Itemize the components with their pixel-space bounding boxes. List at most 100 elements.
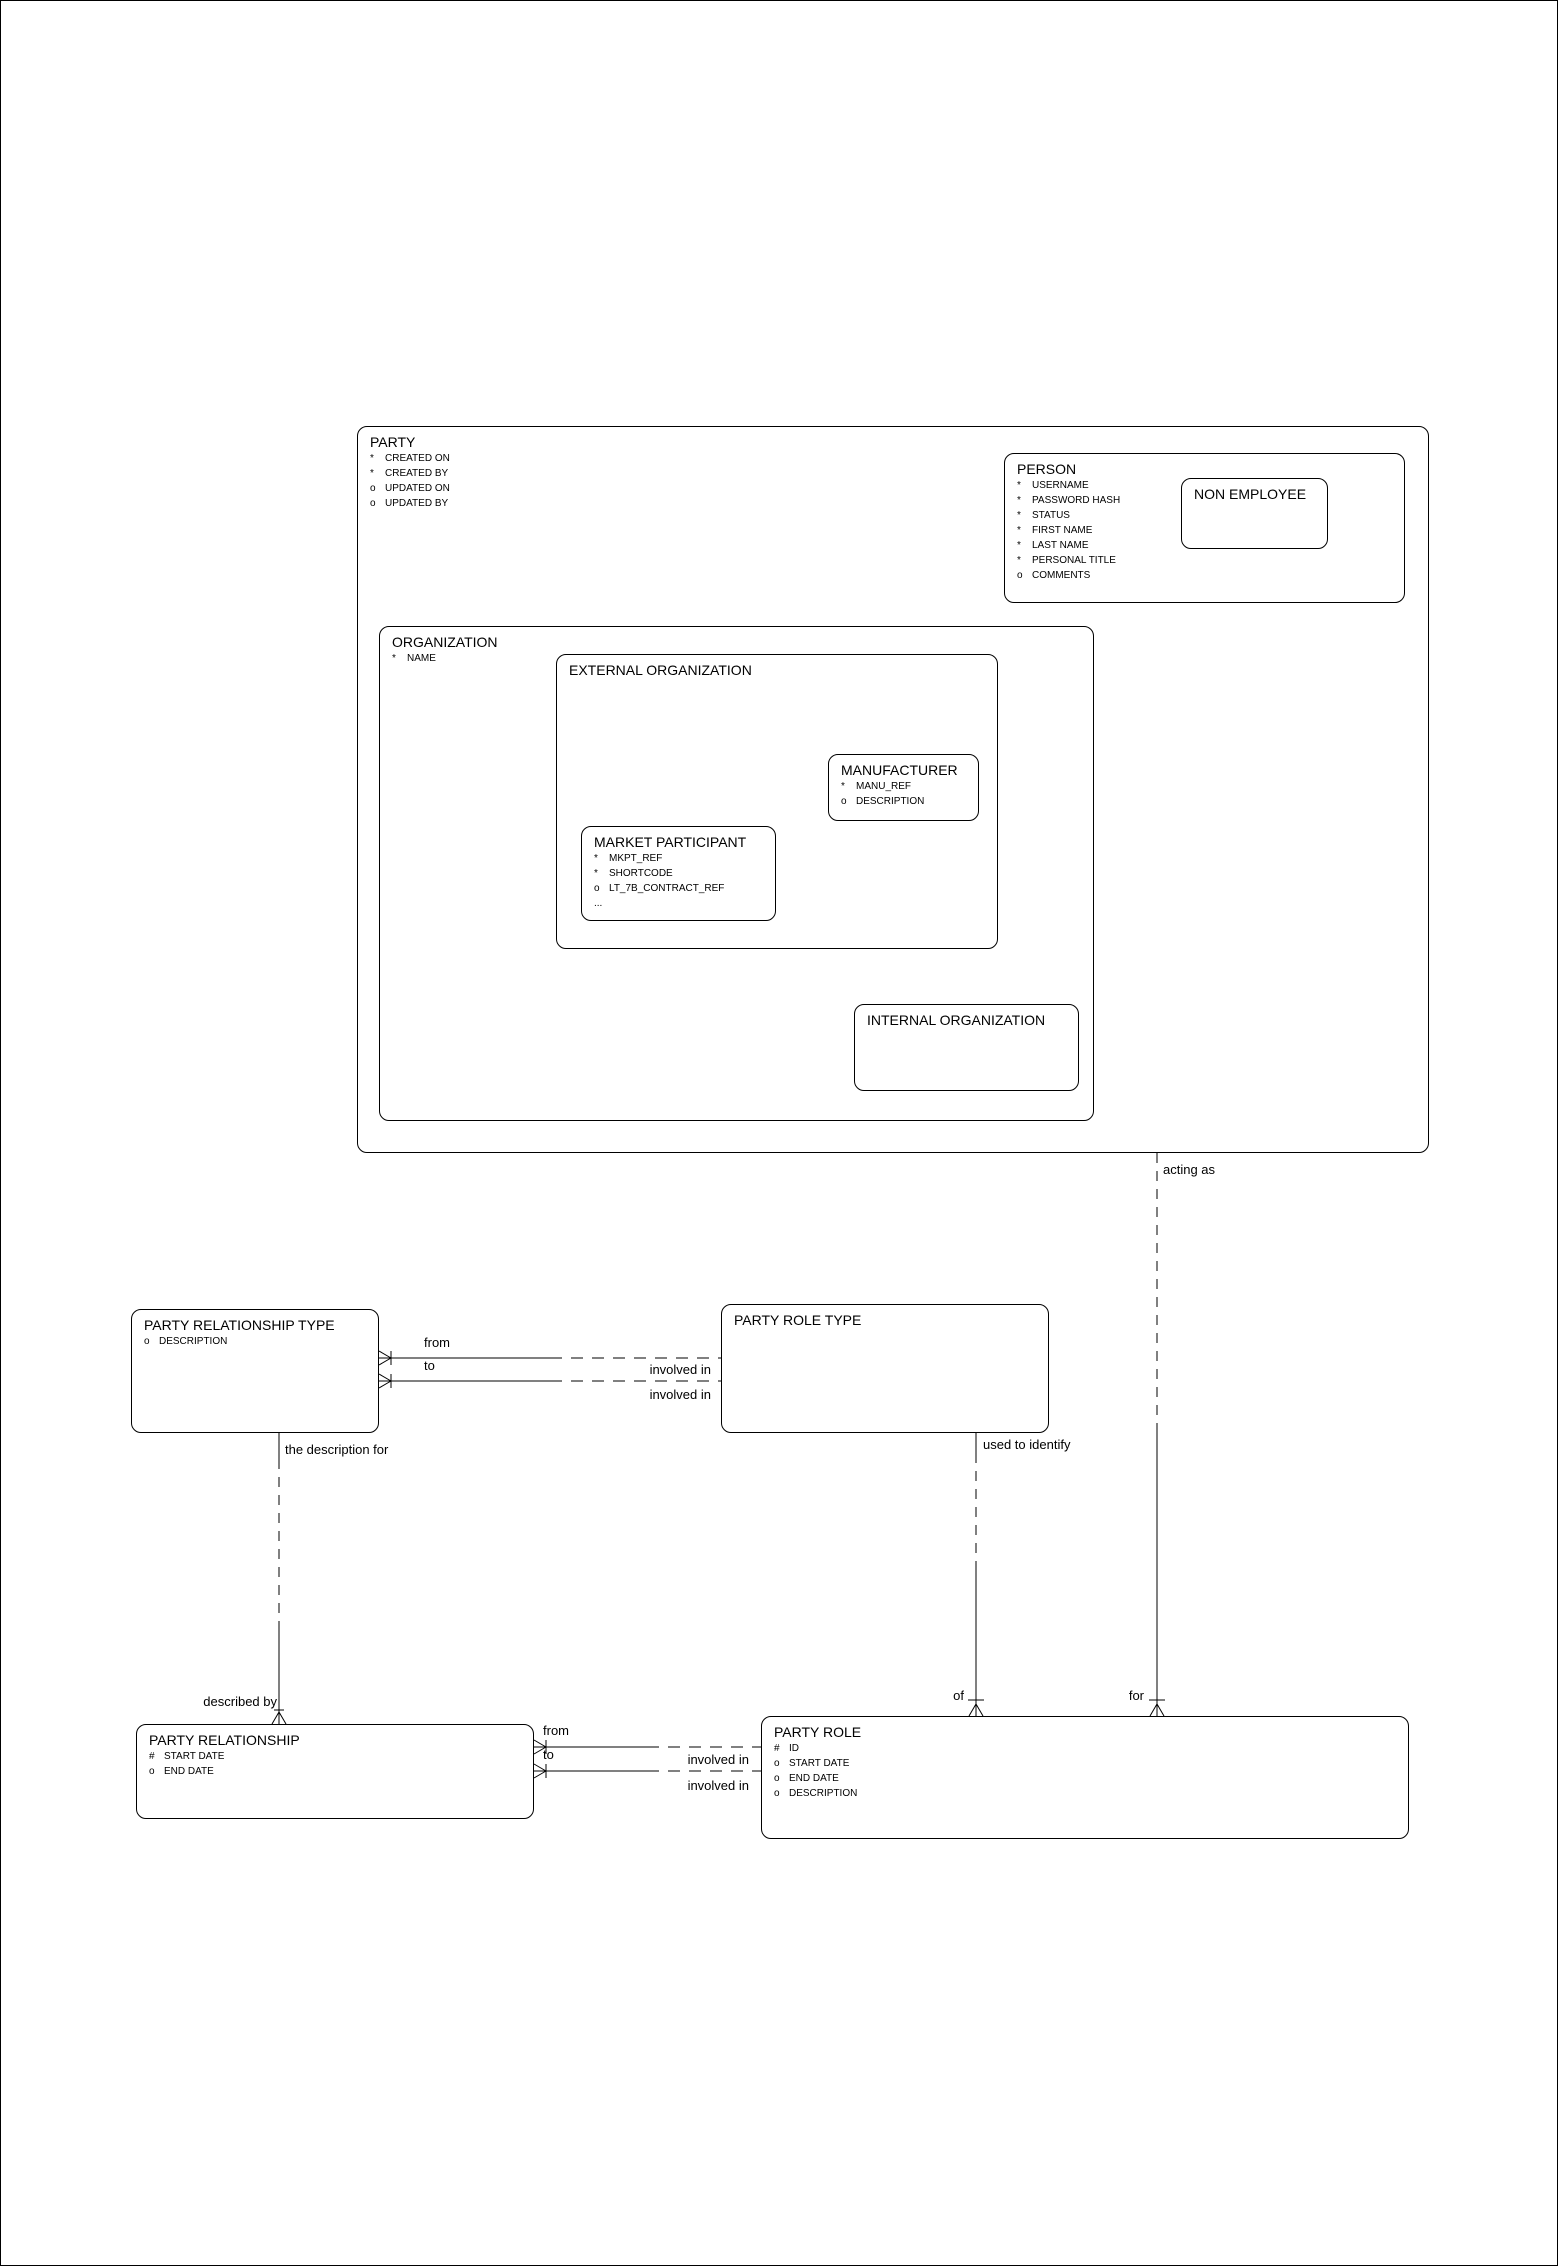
attribute-prefix: * — [594, 868, 598, 879]
attribute-name: MANU_REF — [856, 781, 912, 792]
attribute-name: END DATE — [789, 1773, 839, 1784]
entity-title: ORGANIZATION — [392, 634, 498, 650]
attribute-name: UPDATED BY — [385, 498, 449, 509]
attribute-prefix: * — [1017, 555, 1021, 566]
relationship-label-acting-as: acting as — [1163, 1162, 1216, 1177]
relationship-label-for: for — [1128, 1688, 1144, 1703]
entity-title: EXTERNAL ORGANIZATION — [569, 662, 752, 678]
relationship-label-of: of — [953, 1688, 964, 1703]
attribute-prefix: * — [370, 468, 374, 479]
attribute-prefix: * — [1017, 525, 1021, 536]
entity-person[interactable]: PERSON *USERNAME*PASSWORD HASH*STATUS*FI… — [1004, 453, 1405, 603]
entity-title: PARTY — [370, 434, 416, 450]
attribute-prefix: * — [1017, 540, 1021, 551]
attribute-prefix: * — [594, 853, 598, 864]
attribute-prefix: * — [370, 453, 374, 464]
attribute-prefix: o — [370, 498, 376, 509]
attribute-list: * USERNAME * PASSWORD HASH * STATUS * FIRST NAM… — [1017, 478, 1396, 583]
attribute-prefix: * — [1017, 510, 1021, 521]
attribute-name: CREATED ON — [385, 453, 450, 464]
relationship-label-to-bottom: to — [543, 1747, 554, 1762]
attribute-name: PASSWORD HASH — [1032, 495, 1121, 506]
attribute-row: *SHORTCODE — [594, 866, 767, 881]
attribute-prefix: o — [774, 1758, 780, 1769]
entity-title: PARTY ROLE — [774, 1724, 862, 1740]
connector-acting-as-for — [1149, 1153, 1165, 1717]
attribute-row: * PERSONAL TITLE — [1017, 553, 1396, 568]
relationship-label-involved-in-3: involved in — [687, 1752, 749, 1767]
attribute-row: *NAME — [392, 651, 1085, 666]
entity-organization[interactable]: ORGANIZATION *NAME — [379, 626, 1094, 1121]
attribute-row: * STATUS — [1017, 508, 1396, 523]
attribute-name: STATUS — [1032, 510, 1070, 521]
attribute-name: UPDATED ON — [385, 483, 450, 494]
attribute-prefix: * — [1017, 495, 1021, 506]
attribute-row: o UPDATED ON — [370, 481, 1420, 496]
relationship-label-the-description-for: the description for — [285, 1442, 389, 1457]
connector-from-involved-in-top — [378, 1350, 721, 1366]
attribute-prefix: * — [841, 781, 845, 792]
attribute-name: MKPT_REF — [609, 853, 663, 864]
entity-internal-organization[interactable]: INTERNAL ORGANIZATION — [854, 1004, 1079, 1091]
attribute-row: # START DATE — [149, 1749, 525, 1764]
attribute-row: #ID — [774, 1741, 1400, 1756]
relationship-label-from-top: from — [424, 1335, 450, 1350]
attribute-name: END DATE — [164, 1766, 214, 1777]
entity-non-employee[interactable]: NON EMPLOYEE — [1181, 478, 1328, 549]
attribute-row: * CREATED BY — [370, 466, 1420, 481]
entity-title: NON EMPLOYEE — [1194, 486, 1307, 502]
entity-title: MANUFACTURER — [841, 762, 958, 778]
attribute-name: DESCRIPTION — [789, 1788, 858, 1799]
attribute-prefix: o — [594, 883, 600, 894]
attribute-prefix: * — [1017, 480, 1021, 491]
attribute-prefix: # — [149, 1751, 155, 1762]
attribute-row: * FIRST NAME — [1017, 523, 1396, 538]
entity-party-role-type[interactable]: PARTY ROLE TYPE — [721, 1304, 1049, 1433]
attribute-prefix: o — [841, 796, 847, 807]
attribute-row: * MANU_REF — [841, 779, 970, 794]
attribute-name: CREATED BY — [385, 468, 449, 479]
attribute-prefix: # — [774, 1743, 780, 1754]
relationship-label-involved-in-1: involved in — [649, 1362, 711, 1377]
attribute-name: START DATE — [164, 1751, 225, 1762]
entity-external-organization[interactable]: EXTERNAL ORGANIZATION — [556, 654, 998, 949]
attribute-name: PERSONAL TITLE — [1032, 555, 1116, 566]
relationship-label-involved-in-2: involved in — [649, 1387, 711, 1402]
attribute-prefix: o — [370, 483, 376, 494]
relationship-label-to-top: to — [424, 1358, 435, 1373]
attribute-name: USERNAME — [1032, 480, 1089, 491]
attribute-name: LAST NAME — [1032, 540, 1089, 551]
connector-to-involved-in-top — [378, 1373, 721, 1389]
attribute-row: * USERNAME — [1017, 478, 1396, 493]
attribute-row: o UPDATED BY — [370, 496, 1420, 511]
attribute-row: * CREATED ON — [370, 451, 1420, 466]
attribute-name: FIRST NAME — [1032, 525, 1093, 536]
entity-title: PARTY RELATIONSHIP — [149, 1732, 300, 1748]
entity-title: INTERNAL ORGANIZATION — [867, 1012, 1046, 1028]
connector-used-to-identify-of — [968, 1433, 984, 1717]
attribute-prefix: o — [144, 1336, 150, 1347]
attribute-prefix: o — [1017, 570, 1023, 581]
entity-title: PARTY ROLE TYPE — [734, 1312, 862, 1328]
relationship-label-involved-in-4: involved in — [687, 1778, 749, 1793]
attribute-row: * PASSWORD HASH — [1017, 493, 1396, 508]
